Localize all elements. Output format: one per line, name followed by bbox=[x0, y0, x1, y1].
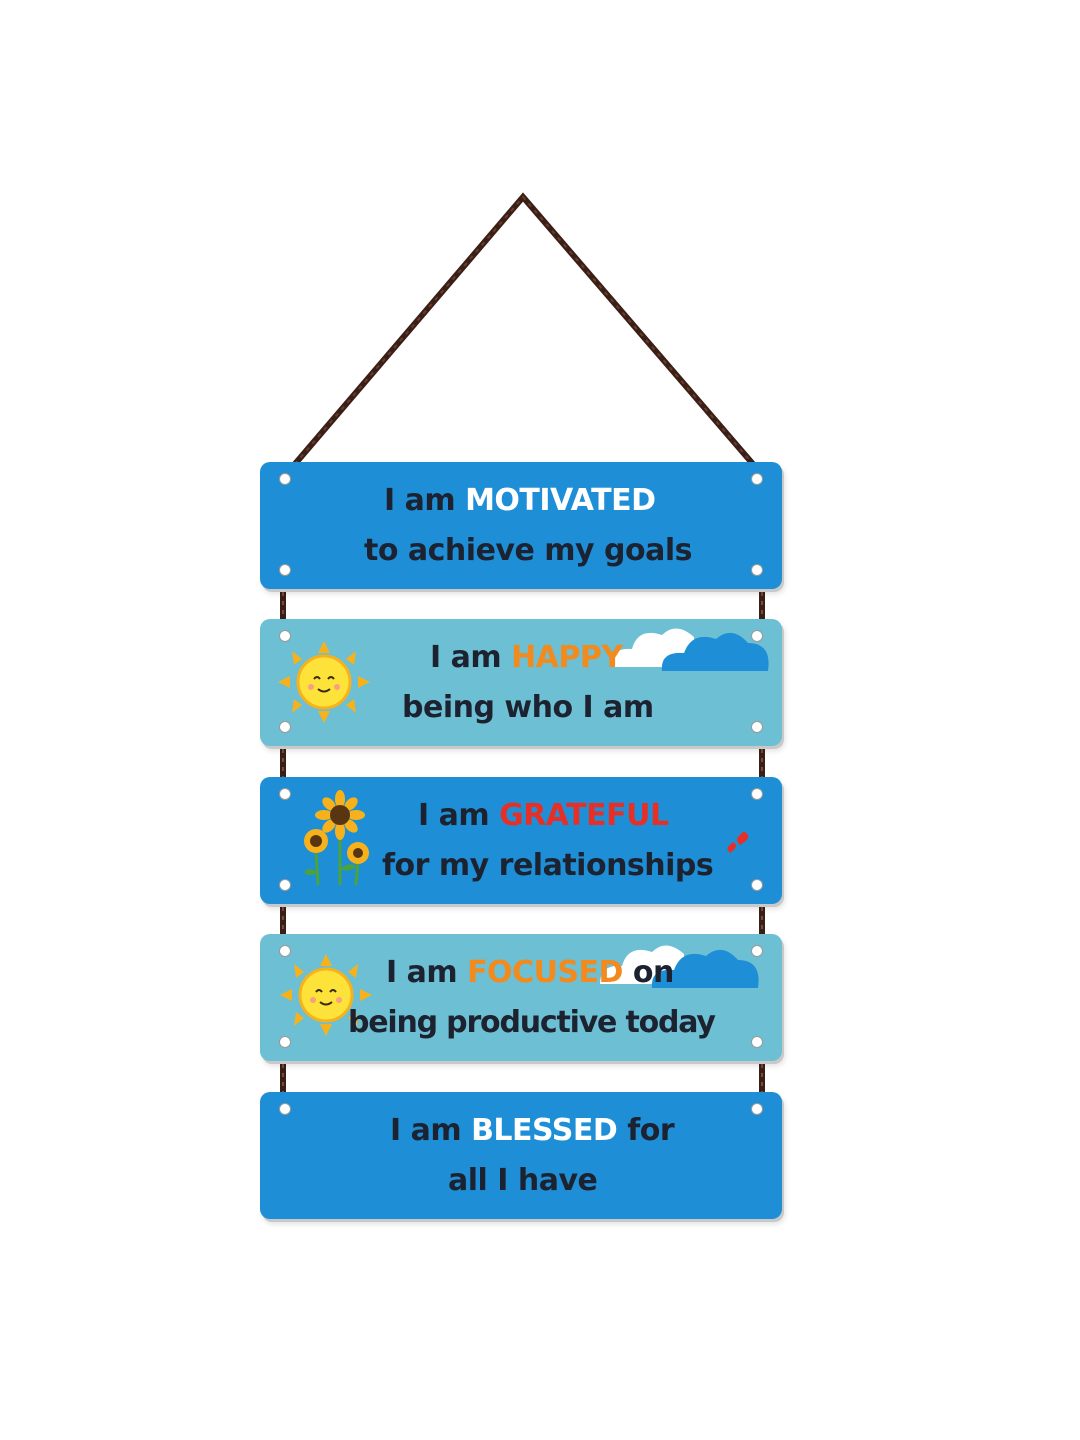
plank-hole bbox=[279, 630, 291, 642]
plank-hole bbox=[751, 1036, 763, 1048]
plank-hole bbox=[279, 1103, 291, 1115]
cloud-icon bbox=[610, 628, 769, 671]
plank-hole bbox=[751, 473, 763, 485]
affirmation-line-1: I am GRATEFUL bbox=[260, 791, 782, 841]
affirmation-text: I am FOCUSED on being productive today bbox=[260, 934, 782, 1061]
plank-hole bbox=[751, 1103, 763, 1115]
cloud-icon bbox=[600, 945, 759, 988]
affirmation-keyword: HAPPY bbox=[511, 639, 623, 675]
affirmation-prefix: I am bbox=[384, 482, 466, 518]
affirmation-suffix: on bbox=[622, 954, 674, 990]
plank-hole bbox=[279, 473, 291, 485]
plank-happy: I am HAPPY being who I am bbox=[260, 619, 782, 746]
plank-hole bbox=[279, 1036, 291, 1048]
affirmation-line-2: all I have bbox=[448, 1162, 598, 1198]
plank-hole bbox=[751, 879, 763, 891]
plank-grateful: I am GRATEFUL for my relationships bbox=[260, 777, 782, 904]
rope-top-loop-highlight bbox=[282, 195, 766, 479]
affirmation-prefix: I am bbox=[418, 797, 500, 833]
plank-hole bbox=[279, 564, 291, 576]
affirmation-line-1: I am BLESSED for bbox=[260, 1106, 782, 1156]
rope-top-loop bbox=[280, 192, 768, 481]
plank-hole bbox=[279, 879, 291, 891]
affirmation-line-2: for my relationships bbox=[382, 847, 714, 883]
affirmation-line-2: to achieve my goals bbox=[364, 532, 693, 568]
affirmation-prefix: I am bbox=[386, 954, 468, 990]
affirmation-prefix: I am bbox=[390, 1112, 472, 1148]
sunflower-icon bbox=[304, 790, 369, 886]
heart-icon bbox=[727, 832, 749, 853]
affirmation-keyword: MOTIVATED bbox=[465, 482, 656, 518]
affirmation-text: I am BLESSED for all I have bbox=[260, 1092, 782, 1219]
sun-icon bbox=[278, 641, 370, 723]
plank-hole bbox=[279, 721, 291, 733]
affirmation-line-2: being productive today bbox=[348, 1004, 716, 1040]
affirmation-keyword: BLESSED bbox=[471, 1112, 618, 1148]
affirmation-line-2: being who I am bbox=[402, 689, 654, 725]
affirmation-suffix: for bbox=[617, 1112, 675, 1148]
affirmation-prefix: I am bbox=[430, 639, 512, 675]
affirmation-text: I am MOTIVATED to achieve my goals bbox=[260, 462, 782, 589]
plank-motivated: I am MOTIVATED to achieve my goals bbox=[260, 462, 782, 589]
plank-hole bbox=[751, 945, 763, 957]
plank-hole bbox=[279, 788, 291, 800]
affirmation-line-1: I am HAPPY bbox=[260, 633, 782, 683]
affirmation-keyword: GRATEFUL bbox=[499, 797, 669, 833]
plank-hole bbox=[751, 721, 763, 733]
affirmation-text: I am GRATEFUL for my relationships bbox=[260, 777, 782, 904]
plank-hole bbox=[751, 630, 763, 642]
plank-hole bbox=[751, 564, 763, 576]
plank-hole bbox=[279, 945, 291, 957]
affirmation-line-1: I am MOTIVATED bbox=[260, 476, 782, 526]
affirmation-keyword: FOCUSED bbox=[467, 954, 623, 990]
plank-hole bbox=[751, 788, 763, 800]
plank-blessed: I am BLESSED for all I have bbox=[260, 1092, 782, 1219]
affirmation-line-1: I am FOCUSED on bbox=[260, 948, 782, 998]
plank-focused: I am FOCUSED on being productive today bbox=[260, 934, 782, 1061]
affirmation-text: I am HAPPY being who I am bbox=[260, 619, 782, 746]
sun-icon bbox=[280, 954, 372, 1036]
